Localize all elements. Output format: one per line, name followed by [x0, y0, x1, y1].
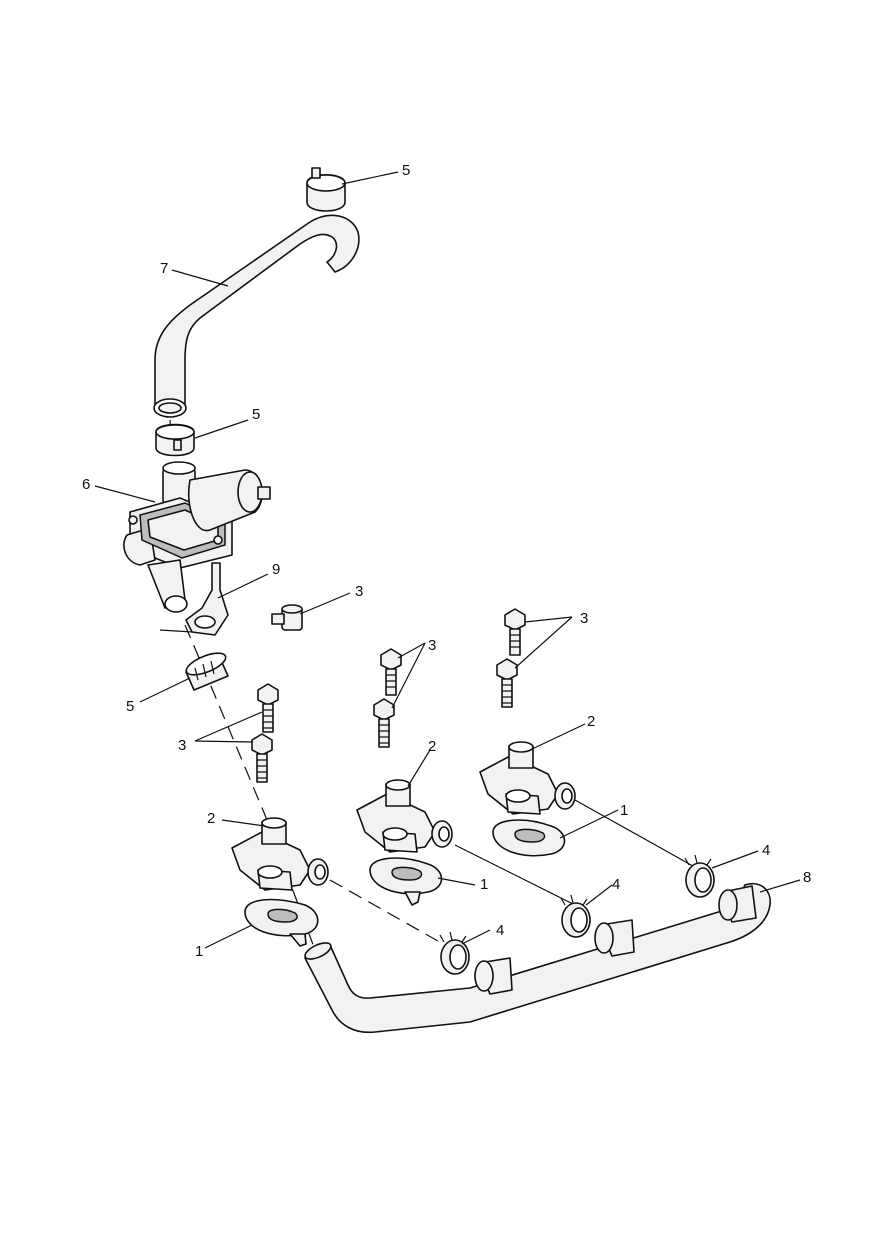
gasket-left: [244, 898, 319, 947]
callout-6-valve: 6: [82, 476, 90, 493]
callout-2-adaptor-middle: 2: [428, 738, 436, 755]
callout-5-lower-clip: 5: [126, 698, 134, 715]
callout-8-lower-hose: 8: [803, 869, 811, 886]
bolt: [251, 733, 273, 783]
hose-branch: [474, 957, 513, 995]
bolt: [380, 648, 402, 696]
hose-clip-top: [306, 167, 346, 212]
callout-4-clip-middle: 4: [612, 876, 620, 893]
hose-clip-lower: [185, 652, 229, 691]
callout-3-bolts-middle: 3: [428, 637, 436, 654]
gasket-middle: [369, 857, 443, 906]
elbow-adaptor-middle: [356, 779, 453, 853]
air-injection-valve: [123, 461, 271, 613]
callout-3-bolts-left: 3: [178, 737, 186, 754]
leader-lines: [94, 171, 801, 949]
callout-5-top-clip: 5: [402, 162, 410, 179]
valve-mounting-bracket: [185, 562, 229, 636]
callout-1-gasket-right: 1: [620, 802, 628, 819]
bolt-pair-middle: [373, 648, 402, 748]
callout-9-bracket: 9: [272, 561, 280, 578]
bolt-pair-left: [251, 683, 279, 783]
hose-branch: [594, 919, 635, 957]
callout-1-gasket-left: 1: [195, 943, 203, 960]
elbow-adaptor-right: [479, 741, 576, 815]
callout-labels: 5 7 5 6 9 3 5 3 3 3 2 2 2 1 1 1 4 4 4 8: [82, 162, 811, 960]
callout-2-adaptor-left: 2: [207, 810, 215, 827]
spring-clip-right: [684, 854, 715, 898]
callout-3-bolts-right: 3: [580, 610, 588, 627]
lower-manifold-hose: [304, 883, 771, 1034]
bracket-bolt: [271, 604, 303, 631]
elbow-adaptor-left: [231, 817, 329, 891]
bolt: [373, 698, 395, 748]
callout-4-clip-right: 4: [762, 842, 770, 859]
gasket-right: [492, 819, 566, 857]
bolt: [496, 658, 518, 708]
callout-3-bracket-bolt: 3: [355, 583, 363, 600]
bolt: [504, 608, 526, 656]
callout-4-clip-left: 4: [496, 922, 504, 939]
callout-1-gasket-middle: 1: [480, 876, 488, 893]
hose-clip-middle: [155, 423, 195, 457]
callout-2-adaptor-right: 2: [587, 713, 595, 730]
spring-clip-middle: [560, 894, 591, 938]
spring-clip-left: [439, 931, 470, 975]
upper-air-hose: [153, 214, 360, 418]
callout-5-middle-clip: 5: [252, 406, 260, 423]
callout-7-upper-hose: 7: [160, 260, 168, 277]
bolt-pair-right: [496, 608, 526, 708]
hose-branch: [718, 885, 757, 923]
bolt: [257, 683, 279, 733]
